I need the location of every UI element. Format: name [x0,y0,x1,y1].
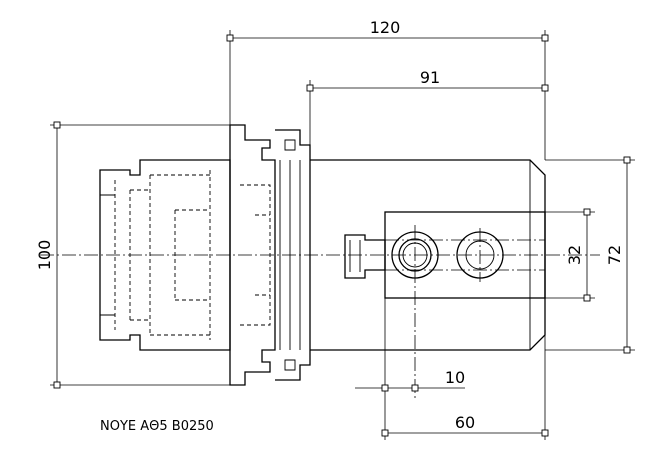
drawing-note: ΝΟΥΕ ΑΘ5 Β0250 [100,419,214,434]
dim-32-label: 32 [565,245,584,265]
dim-10-label: 10 [445,368,465,387]
dim-60-label: 60 [455,413,475,432]
dim-body-length: 91 [306,68,549,145]
port-block [384,211,546,299]
flange [229,124,311,386]
dim-block-length: 60 [381,298,549,440]
dim-body-height: 72 [545,156,635,354]
dim-72-label: 72 [605,245,624,265]
dim-100-label: 100 [35,240,54,271]
dim-port-spacing: 32 [545,208,595,302]
dim-91-label: 91 [420,68,440,87]
dim-height: 100 [35,121,230,389]
port-left [391,225,439,400]
dim-overall-length: 120 [226,18,549,160]
dim-port-offset: 10 [355,298,465,440]
stub-fitting [344,234,386,279]
port-right [456,228,504,282]
dim-120-label: 120 [370,18,401,37]
